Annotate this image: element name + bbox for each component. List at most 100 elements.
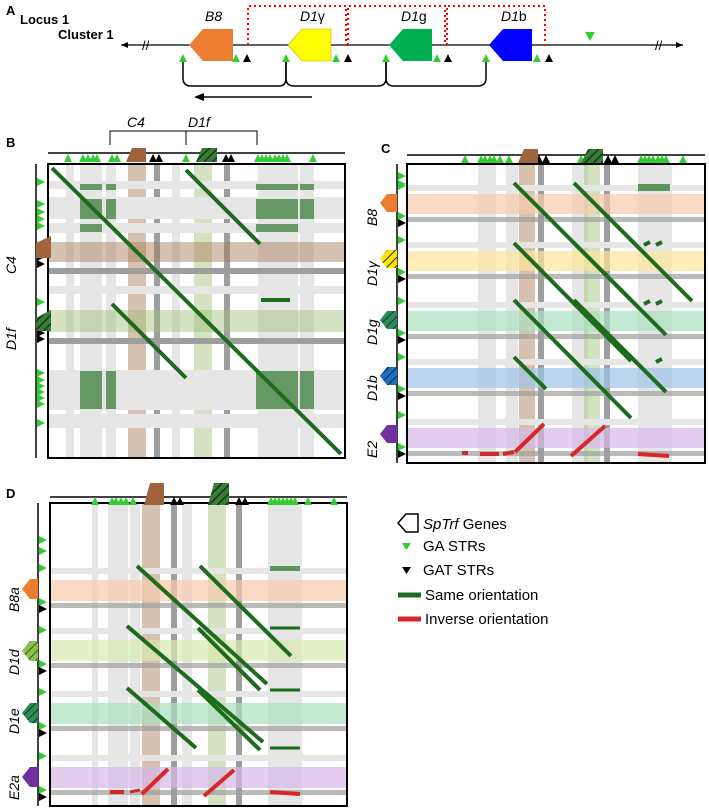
- ga-str-icon: [39, 752, 47, 760]
- repeat-block: [80, 371, 102, 409]
- gene-b8-label: B8: [205, 8, 222, 24]
- alignment-dash: [643, 240, 651, 247]
- ga-str-icon: [398, 329, 406, 337]
- ga-str-icon: [182, 154, 190, 162]
- ga-str-icon: [398, 236, 406, 244]
- gene-icon: [380, 425, 397, 443]
- gene-d1g: D1g: [389, 8, 432, 61]
- ga-str-icon: [64, 154, 72, 162]
- legend-inverse-orientation: Inverse orientation: [425, 611, 548, 628]
- gene-c4-icon: [126, 148, 146, 162]
- gat-str-icon: [398, 275, 406, 283]
- left-label: E2: [364, 441, 380, 458]
- svg-text:D1b: D1b: [501, 8, 527, 24]
- dotplot-c-content: [407, 164, 705, 463]
- inverse-alignment-line: [637, 452, 670, 458]
- row-band: [50, 663, 347, 668]
- gat-str-icon: [545, 54, 553, 62]
- alignment-line: [125, 624, 265, 744]
- duplication-links: [247, 5, 546, 45]
- gat-str-icon: [155, 154, 163, 162]
- ga-str-icon: [37, 388, 45, 396]
- gat-str-icon: [542, 155, 550, 163]
- dotplot-b-top-features: [64, 148, 317, 162]
- left-label: E2a: [6, 775, 22, 800]
- dotplot-d-top-features: [91, 483, 338, 505]
- column-band: [224, 164, 230, 458]
- left-label: D1d: [6, 648, 22, 675]
- ga-str-icon: [39, 547, 47, 555]
- column-band: [106, 164, 116, 458]
- row-band: [407, 194, 705, 214]
- gat-str-icon: [39, 793, 47, 801]
- gene-d1b-label: D1: [501, 8, 519, 24]
- alignment-line: [572, 298, 668, 394]
- ga-str-icon: [37, 369, 45, 377]
- gat-str-icon: [39, 667, 47, 675]
- gat-str-icon: [176, 497, 184, 505]
- ga-str-icon: [332, 54, 340, 62]
- gene-d1b: D1b: [489, 8, 532, 61]
- panel-b: B C4 D1f C4 D1f: [3, 114, 346, 459]
- gene-icon: [22, 579, 38, 599]
- gene-icon: [22, 641, 38, 661]
- ga-str-icon: [37, 178, 45, 186]
- alignment-dash: [643, 299, 651, 306]
- ga-str-icon: [39, 626, 47, 634]
- legend-black-triangle-icon: [402, 567, 411, 574]
- ga-str-icon: [37, 382, 45, 390]
- off-diagonal-upper: [184, 168, 262, 246]
- legend-genes-italic: SpTrf: [423, 516, 460, 533]
- ga-str-icon: [39, 660, 47, 668]
- row-band: [50, 691, 347, 697]
- ga-str-icon: [398, 212, 406, 220]
- legend-green-triangle-icon: [402, 543, 411, 550]
- panel-c-letter: C: [381, 141, 391, 156]
- row-band: [407, 217, 705, 222]
- row-band: [407, 428, 705, 448]
- gene-icon: [380, 250, 397, 268]
- ga-str-icon: [37, 419, 45, 427]
- ga-str-icon: [91, 497, 99, 505]
- bracket-c4: [109, 130, 187, 145]
- legend-genes-label: Genes: [459, 516, 507, 533]
- inverse-alignment-line: [140, 767, 170, 796]
- inverse-alignment-line: [269, 790, 301, 796]
- repeat-block: [300, 184, 314, 190]
- panel-a-strs: [179, 32, 595, 62]
- ga-str-icon: [37, 222, 45, 230]
- row-band: [48, 181, 345, 189]
- axis-break-right-icon: //: [655, 38, 663, 53]
- panel-d-letter: D: [6, 486, 15, 501]
- row-band: [407, 368, 705, 388]
- row-band: [48, 268, 345, 274]
- gat-str-icon: [611, 155, 619, 163]
- ga-str-icon: [461, 155, 469, 163]
- alignment-line: [135, 564, 269, 686]
- ga-str-icon: [37, 208, 45, 216]
- row-band: [50, 767, 347, 788]
- left-label-c4: C4: [3, 256, 19, 274]
- ga-str-icon: [37, 215, 45, 223]
- bracket-d1f-text: D1f: [188, 114, 212, 130]
- main-diagonal: [50, 166, 343, 456]
- alignment-line: [572, 181, 694, 303]
- dotplot-c-left-features: [380, 172, 406, 458]
- axis-left-arrow-icon: [121, 42, 128, 48]
- alignment-line: [196, 688, 262, 752]
- inverse-alignment-line: [202, 768, 236, 798]
- ga-str-icon: [283, 154, 291, 162]
- column-band: [172, 164, 180, 458]
- gene-b8: B8: [189, 8, 233, 61]
- gat-str-icon: [170, 497, 178, 505]
- ga-str-icon: [232, 54, 240, 62]
- inverse-alignment-mark: [462, 451, 468, 455]
- gene-c4-icon: [518, 149, 538, 163]
- legend-gene-outline-icon: [396, 513, 419, 533]
- ga-str-icon: [533, 54, 541, 62]
- bracket-c4-label: C4: [127, 114, 145, 130]
- inverse-alignment-line: [502, 450, 515, 456]
- ga-str-icon: [496, 155, 504, 163]
